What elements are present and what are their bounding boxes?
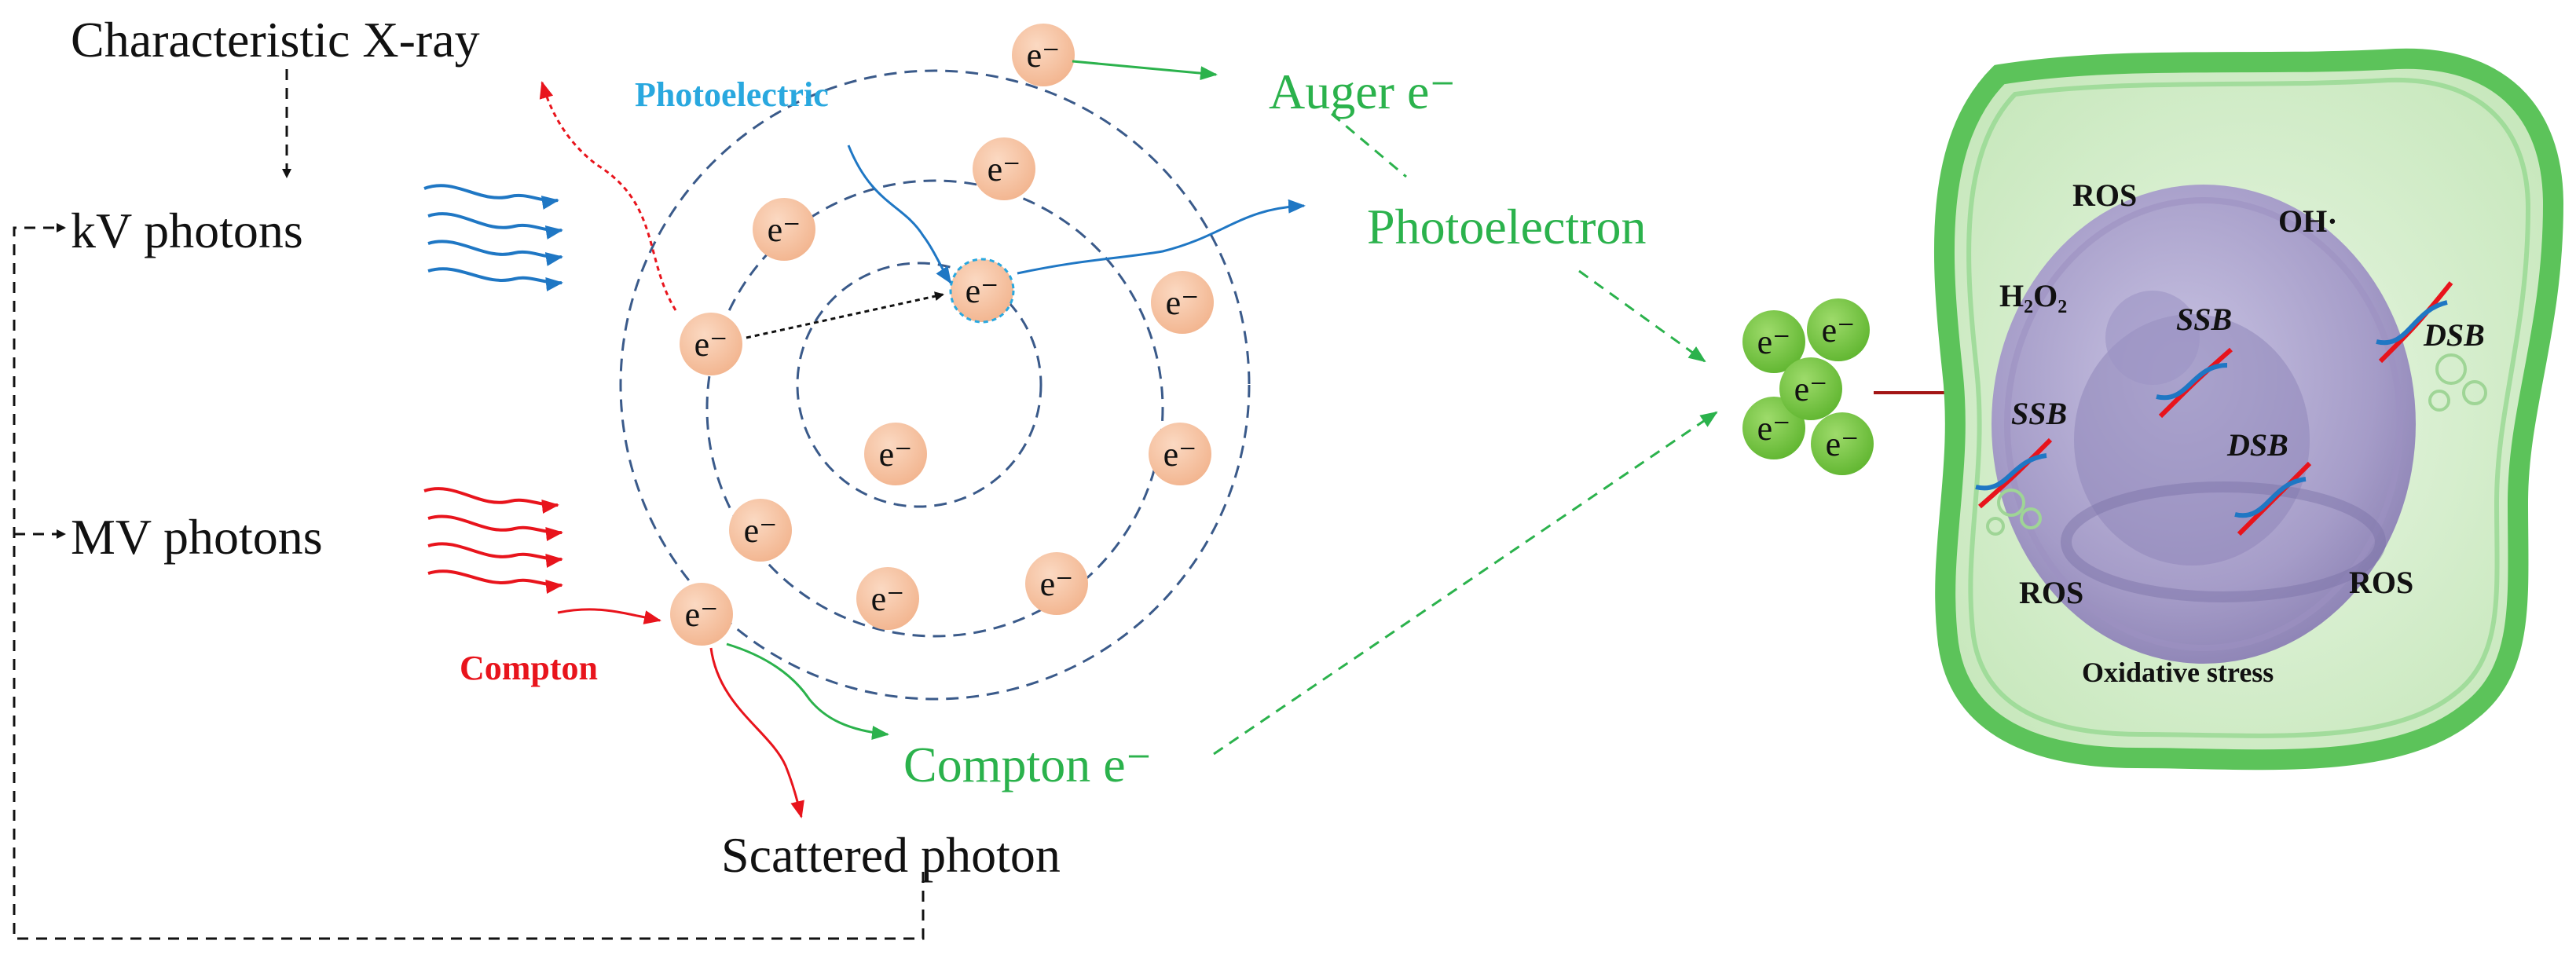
electron: e⁻ xyxy=(973,137,1035,200)
svg-text:e⁻: e⁻ xyxy=(871,580,905,618)
electron: e⁻ xyxy=(680,313,742,375)
middle-shell xyxy=(705,179,1164,638)
ros-label-top: ROS xyxy=(2072,178,2137,213)
electron: e⁻ xyxy=(729,499,792,562)
characteristic-xray-label: Characteristic X-ray xyxy=(71,12,480,68)
oxidative-stress-label: Oxidative stress xyxy=(2082,657,2274,688)
cell-membrane-inner xyxy=(1966,77,2531,738)
dna-helix-left xyxy=(1975,437,2053,509)
electron: e⁻ xyxy=(864,423,927,485)
svg-text:e⁻: e⁻ xyxy=(768,210,801,249)
svg-text:e⁻: e⁻ xyxy=(1826,425,1860,463)
h2o2-label: H₂O₂ xyxy=(1999,278,2067,313)
svg-text:e⁻: e⁻ xyxy=(1822,311,1856,350)
nuclear-envelope xyxy=(2004,197,2403,651)
vesicles xyxy=(1986,353,2487,536)
dna-helix-right xyxy=(2376,281,2453,364)
svg-text:e⁻: e⁻ xyxy=(694,325,728,364)
chromatin-band xyxy=(2061,481,2386,602)
dna-helix-nucleus-top xyxy=(2156,347,2233,419)
svg-text:e⁻: e⁻ xyxy=(988,150,1021,189)
electron: e⁻ xyxy=(753,198,815,261)
feedback-loop xyxy=(13,69,925,940)
electron-compton: e⁻ xyxy=(670,583,733,646)
electron-vacancy: e⁻ xyxy=(949,258,1015,324)
photoelectron-to-cluster-arrow xyxy=(1578,269,1706,363)
svg-text:e⁻: e⁻ xyxy=(1757,409,1791,448)
electron: e⁻ xyxy=(1025,552,1088,615)
auger-emission-arrow xyxy=(1072,60,1218,81)
svg-text:e⁻: e⁻ xyxy=(1757,323,1791,361)
atom-shells xyxy=(619,69,1251,701)
cell-labels: ROS OH· H₂O₂ SSB DSB SSB DSB ROS ROS Oxi… xyxy=(1999,178,2485,688)
svg-text:e⁻: e⁻ xyxy=(1166,284,1200,322)
compton-incoming-arrow xyxy=(557,608,661,624)
ssb-left-label: SSB xyxy=(2011,396,2067,431)
kv-photon-arrows xyxy=(423,184,563,291)
electron-paths-to-cluster xyxy=(1213,112,1718,756)
nuclear-body xyxy=(2105,291,2200,385)
auger-to-photoelectron-dash xyxy=(1331,112,1407,178)
cell xyxy=(1934,48,2564,770)
svg-text:e⁻: e⁻ xyxy=(879,435,913,474)
electron: e⁻ xyxy=(1151,271,1214,334)
scattered-photon-arrow xyxy=(709,647,804,818)
oh-radical-label: OH· xyxy=(2278,203,2338,239)
svg-text:e⁻: e⁻ xyxy=(1027,36,1061,75)
loop-to-kv-arrow xyxy=(13,223,925,940)
compton-to-cluster-arrow xyxy=(1213,411,1718,756)
scattered-photon-label: Scattered photon xyxy=(721,827,1061,883)
compton-electron-label: Compton e⁻ xyxy=(903,737,1152,792)
svg-text:e⁻: e⁻ xyxy=(1040,565,1074,603)
photoelectric-incoming-arrow xyxy=(847,145,952,284)
svg-text:e⁻: e⁻ xyxy=(1794,370,1828,408)
dna-helix-nucleus-bottom xyxy=(2234,461,2312,536)
svg-text:e⁻: e⁻ xyxy=(744,511,778,550)
photoelectron-label: Photoelectron xyxy=(1367,199,1646,254)
mv-photon-arrows xyxy=(423,487,563,594)
dsb-nucleus-label: DSB xyxy=(2226,427,2288,463)
compton-label: Compton xyxy=(460,649,598,687)
mv-photons-label: MV photons xyxy=(71,509,323,565)
ros-label-left: ROS xyxy=(2019,575,2083,610)
atom-electrons: e⁻ e⁻ e⁻ e⁻ e⁻ e⁻ e⁻ e⁻ e⁻ e⁻ e⁻ e⁻ xyxy=(670,24,1214,646)
photoelectron-outgoing-arrow xyxy=(1017,199,1306,275)
electron: e⁻ xyxy=(1012,24,1075,86)
electron-cluster: e⁻ e⁻ e⁻ e⁻ e⁻ xyxy=(1742,298,1874,475)
outer-shell xyxy=(619,69,1251,701)
ssb-nucleus-label: SSB xyxy=(2176,302,2232,337)
svg-text:e⁻: e⁻ xyxy=(966,272,999,310)
svg-text:e⁻: e⁻ xyxy=(1163,435,1197,474)
electron-transition-arrow xyxy=(746,291,944,339)
characteristic-xray-emission-arrow xyxy=(539,81,677,311)
atom-arrows xyxy=(539,60,1306,818)
inner-shell xyxy=(796,262,1042,508)
auger-electron-label: Auger e⁻ xyxy=(1269,64,1456,119)
ros-label-right: ROS xyxy=(2349,565,2413,600)
photoelectric-label: Photoelectric xyxy=(635,75,829,114)
kv-photons-label: kV photons xyxy=(71,203,303,258)
compton-electron-arrow xyxy=(726,642,889,740)
electron: e⁻ xyxy=(856,567,919,630)
dsb-right-label: DSB xyxy=(2423,317,2485,353)
svg-text:e⁻: e⁻ xyxy=(685,595,719,634)
electron: e⁻ xyxy=(1149,423,1211,485)
